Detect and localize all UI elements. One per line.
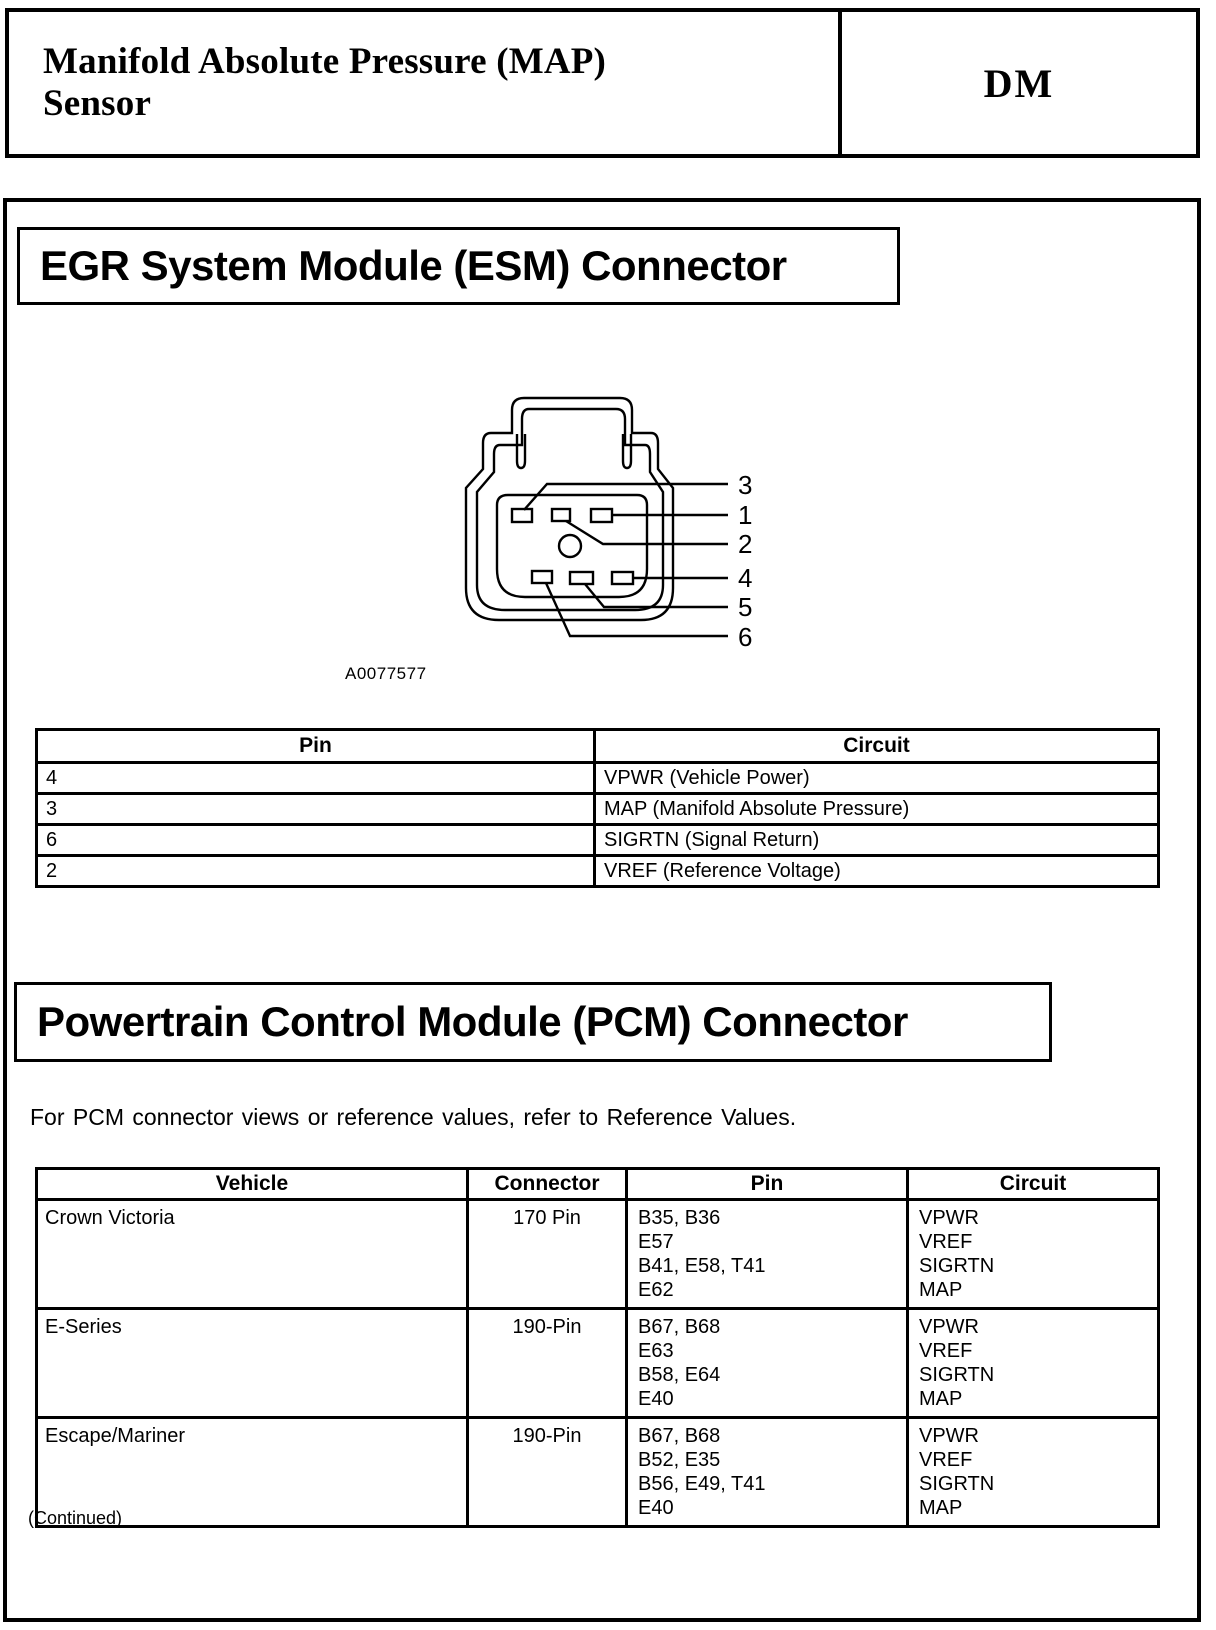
pcm-reference-note: For PCM connector views or reference val… <box>30 1104 797 1130</box>
connector-pin-2 <box>550 507 572 523</box>
table-row: Crown Victoria 170 Pin B35, B36 E57 B41,… <box>35 1198 1160 1310</box>
pin-line: B35, B36 <box>638 1207 721 1229</box>
pin-cell: 3 <box>35 792 596 826</box>
vehicle-cell: Crown Victoria <box>35 1198 469 1310</box>
connector-outline-outer <box>464 396 675 622</box>
esm-table-header-pin: Pin <box>35 728 596 764</box>
main-content-box <box>3 198 1201 1622</box>
leader-line-2 <box>565 519 728 546</box>
connector-cell: 190-Pin <box>466 1307 628 1419</box>
circuit-cell: SIGRTN (Signal Return) <box>593 823 1160 857</box>
circuit-line: VREF <box>919 1231 973 1253</box>
circuits-cell: VPWR VREF SIGRTN MAP <box>906 1416 1160 1528</box>
table-row: E-Series 190-Pin B67, B68 E63 B58, E64 E… <box>35 1307 1160 1419</box>
circuits-cell: VPWR VREF SIGRTN MAP <box>906 1307 1160 1419</box>
connector-pin-6 <box>530 569 554 585</box>
pin-cell: 4 <box>35 761 596 795</box>
esm-pin-table: Pin Circuit 4 VPWR (Vehicle Power) 3 MAP… <box>35 728 1160 888</box>
circuit-line: VREF <box>919 1340 973 1362</box>
page-header: Manifold Absolute Pressure (MAP) Sensor … <box>5 8 1200 158</box>
pcm-table-header-pin: Pin <box>625 1167 909 1201</box>
pin-line: E63 <box>638 1340 674 1362</box>
latch-slot-right <box>621 434 633 470</box>
table-row: Escape/Mariner 190-Pin B67, B68 B52, E35… <box>35 1416 1160 1528</box>
pin-line: B67, B68 <box>638 1316 721 1338</box>
page-header-title-cell: Manifold Absolute Pressure (MAP) Sensor <box>9 12 842 154</box>
pcm-section-title-box: Powertrain Control Module (PCM) Connecto… <box>14 982 1052 1062</box>
pin-line: B41, E58, T41 <box>638 1255 766 1277</box>
esm-table-header-circuit: Circuit <box>593 728 1160 764</box>
figure-id: A0077577 <box>345 664 427 683</box>
pins-cell: B67, B68 B52, E35 B56, E49, T41 E40 <box>625 1416 909 1528</box>
circuit-line: SIGRTN <box>919 1364 995 1386</box>
pin-number-label: 2 <box>738 529 752 559</box>
pcm-table-header-connector: Connector <box>466 1167 628 1201</box>
esm-section-title-box: EGR System Module (ESM) Connector <box>17 227 900 305</box>
latch-slot-left <box>515 434 527 470</box>
leader-line-5 <box>584 583 728 609</box>
table-row: 3 MAP (Manifold Absolute Pressure) <box>35 792 1160 826</box>
page-header-code-cell: DM <box>842 12 1196 154</box>
pin-line: E57 <box>638 1231 674 1253</box>
table-row: 2 VREF (Reference Voltage) <box>35 854 1160 888</box>
pcm-table-header-vehicle: Vehicle <box>35 1167 469 1201</box>
pin-number-label: 4 <box>738 563 752 593</box>
pin-cavity <box>495 493 649 599</box>
table-row: 4 VPWR (Vehicle Power) <box>35 761 1160 795</box>
pcm-section-title: Powertrain Control Module (PCM) Connecto… <box>37 998 908 1045</box>
pcm-vehicle-table: Vehicle Connector Pin Circuit Crown Vict… <box>35 1167 1160 1528</box>
pin-line: E62 <box>638 1279 674 1301</box>
circuit-line: VREF <box>919 1449 973 1471</box>
circuits-cell: VPWR VREF SIGRTN MAP <box>906 1198 1160 1310</box>
section-code: DM <box>983 60 1055 106</box>
pin-number-label: 6 <box>738 622 752 652</box>
circuit-line: MAP <box>919 1279 963 1301</box>
connector-cell: 170 Pin <box>466 1198 628 1310</box>
connector-keyway <box>557 533 583 559</box>
pin-line: B58, E64 <box>638 1364 721 1386</box>
connector-pin-5 <box>568 570 595 586</box>
esm-section-title: EGR System Module (ESM) Connector <box>40 242 787 289</box>
continued-note: (Continued) <box>28 1508 123 1528</box>
circuit-line: VPWR <box>919 1425 979 1447</box>
connector-pin-1 <box>589 507 614 524</box>
pins-cell: B35, B36 E57 B41, E58, T41 E62 <box>625 1198 909 1310</box>
table-header-row: Pin Circuit <box>35 728 1160 764</box>
circuit-line: MAP <box>919 1497 963 1519</box>
pin-line: B52, E35 <box>638 1449 721 1471</box>
page-title: Manifold Absolute Pressure (MAP) Sensor <box>43 41 607 124</box>
connector-pin-4 <box>610 570 635 586</box>
pin-line: E40 <box>638 1497 674 1519</box>
table-row: 6 SIGRTN (Signal Return) <box>35 823 1160 857</box>
pin-line: B67, B68 <box>638 1425 721 1447</box>
circuit-line: MAP <box>919 1388 963 1410</box>
pin-number-label: 1 <box>738 500 752 530</box>
pin-line: B56, E49, T41 <box>638 1473 766 1495</box>
circuit-line: VPWR <box>919 1316 979 1338</box>
vehicle-cell: E-Series <box>35 1307 469 1419</box>
connector-pin-3 <box>510 507 534 524</box>
leader-line-3 <box>523 482 728 511</box>
pins-cell: B67, B68 E63 B58, E64 E40 <box>625 1307 909 1419</box>
circuit-cell: MAP (Manifold Absolute Pressure) <box>593 792 1160 826</box>
vehicle-cell: Escape/Mariner <box>35 1416 469 1528</box>
table-header-row: Vehicle Connector Pin Circuit <box>35 1167 1160 1201</box>
pin-cell: 6 <box>35 823 596 857</box>
esm-connector-diagram: 3 1 2 4 5 6 <box>464 396 752 652</box>
circuit-line: SIGRTN <box>919 1255 995 1277</box>
circuit-line: VPWR <box>919 1207 979 1229</box>
circuit-cell: VREF (Reference Voltage) <box>593 854 1160 888</box>
connector-cell: 190-Pin <box>466 1416 628 1528</box>
pin-number-label: 5 <box>738 592 752 622</box>
pin-line: E40 <box>638 1388 674 1410</box>
leader-line-6 <box>544 582 728 638</box>
pin-number-label: 3 <box>738 470 752 500</box>
circuit-line: SIGRTN <box>919 1473 995 1495</box>
connector-outline-inner <box>475 407 665 612</box>
pcm-table-header-circuit: Circuit <box>906 1167 1160 1201</box>
circuit-cell: VPWR (Vehicle Power) <box>593 761 1160 795</box>
pin-cell: 2 <box>35 854 596 888</box>
